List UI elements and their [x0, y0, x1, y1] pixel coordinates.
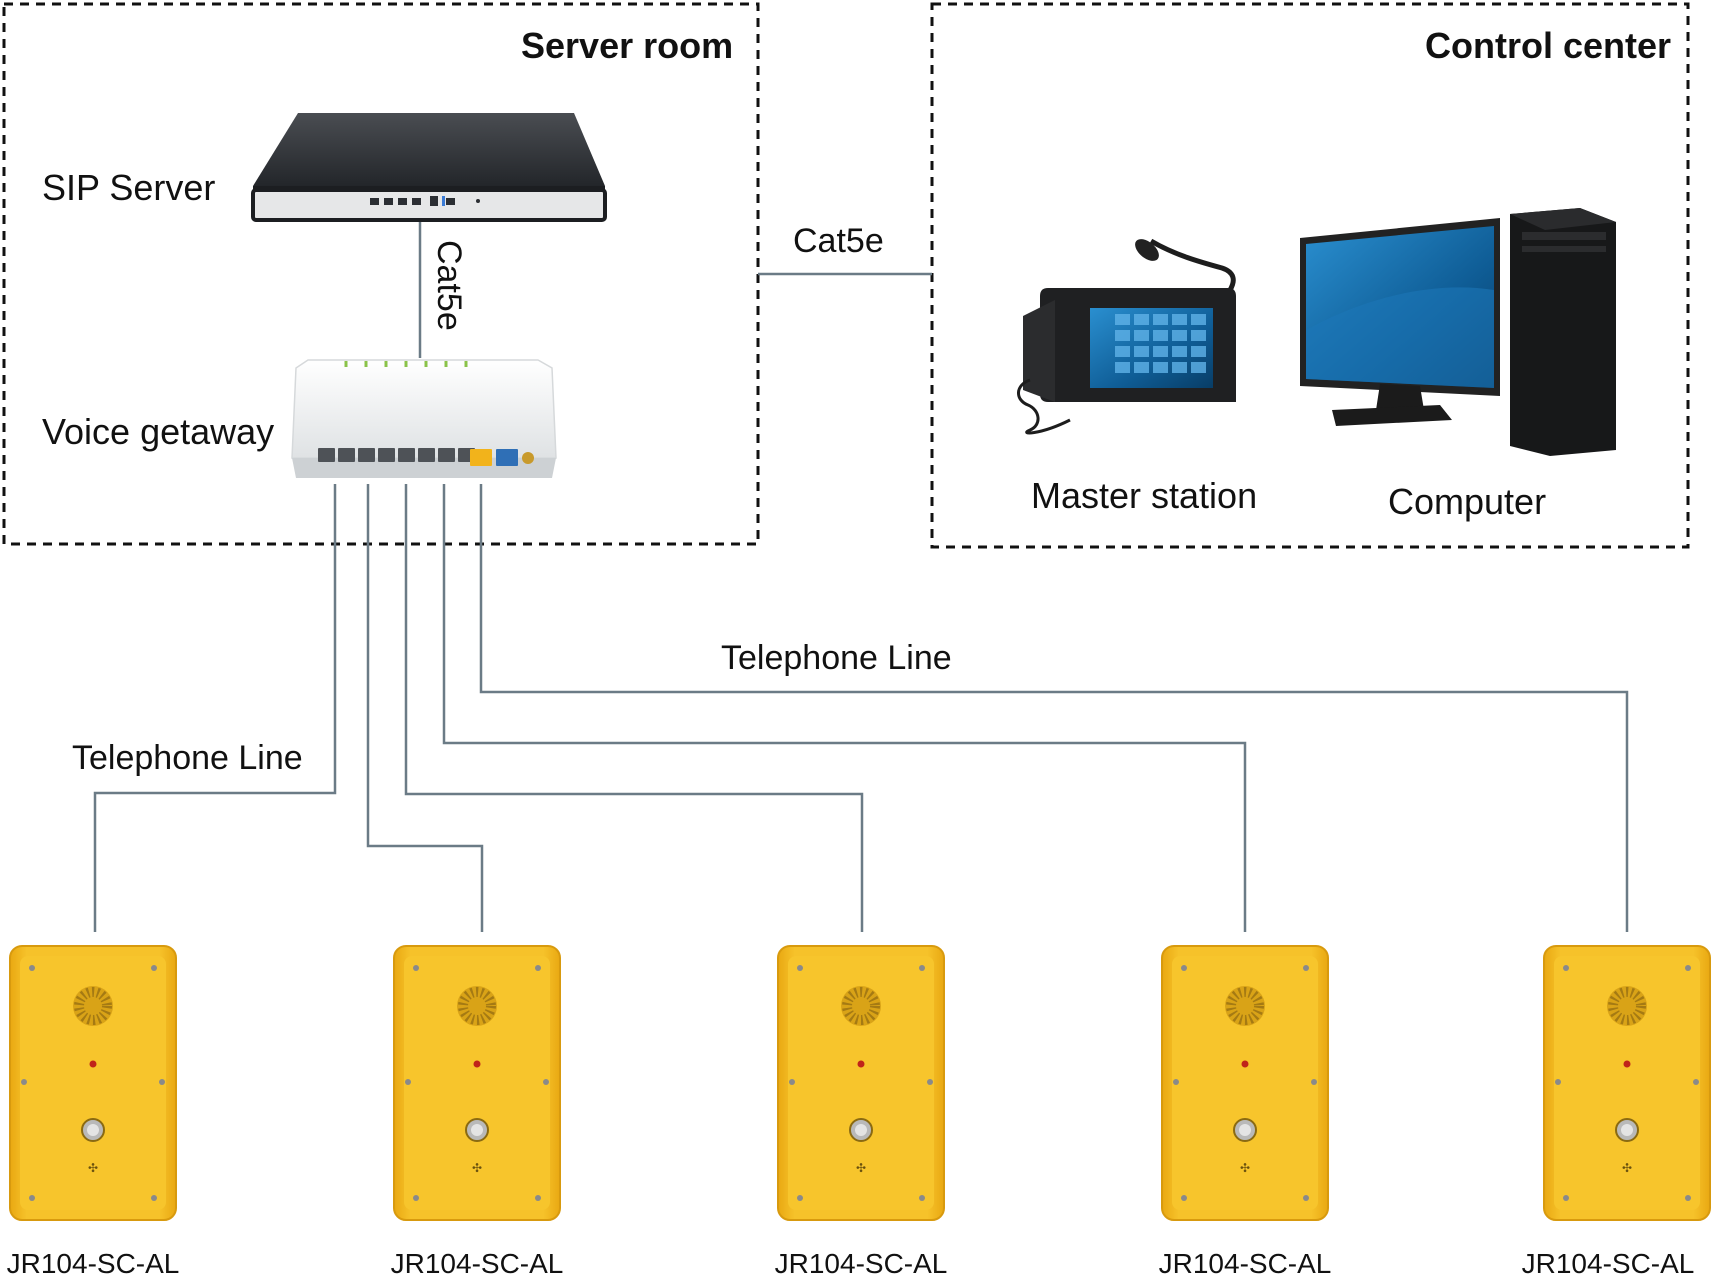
svg-text:✣: ✣: [856, 1161, 866, 1175]
control-center-zone: [930, 2, 1690, 549]
telephone-line-2: [366, 484, 484, 932]
telephone-line-right-label: Telephone Line: [721, 639, 952, 677]
telephone-line-5: [479, 484, 1629, 932]
telephone-line-left-label: Telephone Line: [72, 739, 303, 777]
voice-gateway-label: Voice getaway: [42, 411, 275, 452]
computer-label: Computer: [1388, 481, 1547, 522]
master-station-label: Master station: [1031, 475, 1258, 516]
sip-server-label: SIP Server: [42, 167, 216, 208]
telephone-line-3: [404, 484, 864, 932]
connection-lines: [93, 215, 1629, 932]
phone-unit-2: ✣: [393, 945, 561, 1221]
phone-model-label: JR104-SC-AL: [774, 1248, 948, 1279]
voice-gateway-icon: [291, 359, 557, 478]
phone-unit-3: ✣: [777, 945, 945, 1221]
desktop-computer-icon: [1300, 208, 1616, 456]
control-center-title: Control center: [1425, 25, 1672, 66]
master-station-icon: [1017, 238, 1236, 435]
server-room-title: Server room: [521, 25, 734, 66]
phone-model-label: JR104-SC-AL: [1521, 1248, 1695, 1279]
svg-text:✣: ✣: [1622, 1161, 1632, 1175]
rack-server-icon: [251, 113, 607, 222]
phone-unit-1: ✣: [9, 945, 177, 1221]
cat5e-horizontal-label: Cat5e: [793, 222, 884, 260]
telephone-line-1: [93, 484, 337, 932]
cat5e-vertical-label: Cat5e: [430, 240, 468, 331]
svg-text:✣: ✣: [88, 1161, 98, 1175]
phone-unit-4: ✣: [1161, 945, 1329, 1221]
telephone-line-4: [442, 484, 1247, 932]
svg-text:✣: ✣: [1240, 1161, 1250, 1175]
phone-model-label: JR104-SC-AL: [6, 1248, 180, 1279]
phone-model-label: JR104-SC-AL: [1158, 1248, 1332, 1279]
svg-text:✣: ✣: [472, 1161, 482, 1175]
phone-model-label: JR104-SC-AL: [390, 1248, 564, 1279]
phone-unit-5: ✣: [1543, 945, 1711, 1221]
